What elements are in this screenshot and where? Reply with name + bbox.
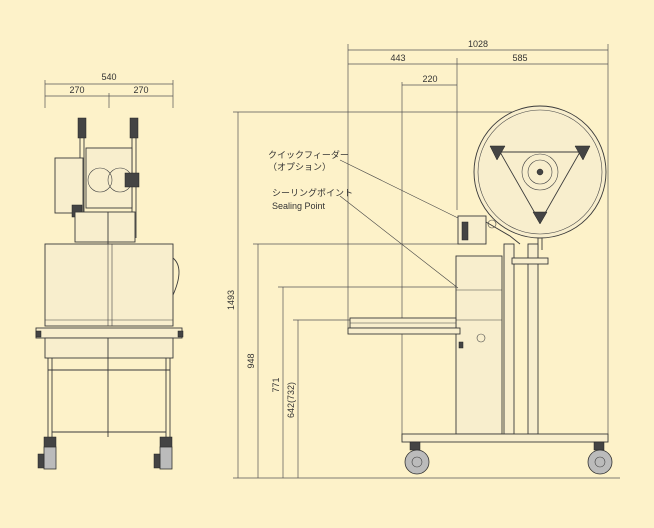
dim-height-feeder: 642(732) [286, 382, 296, 418]
dim-side-left: 443 [390, 53, 405, 63]
dim-height-total: 1493 [226, 290, 236, 310]
dim-front-right: 270 [133, 85, 148, 95]
main-column [455, 255, 503, 435]
label-sealing-point-jp: シーリングポイント [272, 187, 353, 198]
dim-front-total: 540 [101, 72, 116, 82]
label-sealing-point-en: Sealing Point [272, 201, 326, 211]
dim-side-right: 585 [512, 53, 527, 63]
dim-side-inner: 220 [422, 74, 437, 84]
dim-height-sealing: 771 [271, 377, 281, 392]
dim-height-table: 948 [246, 353, 256, 368]
dim-front-left: 270 [69, 85, 84, 95]
front-view: 540 270 270 [35, 72, 184, 470]
label-quick-feeder-option: （オプション） [268, 162, 331, 172]
label-quick-feeder: クイックフィーダー [268, 149, 349, 160]
dim-side-total: 1028 [468, 39, 488, 49]
side-view: 1028 443 585 220 1493 948 771 642(732) [226, 39, 620, 479]
